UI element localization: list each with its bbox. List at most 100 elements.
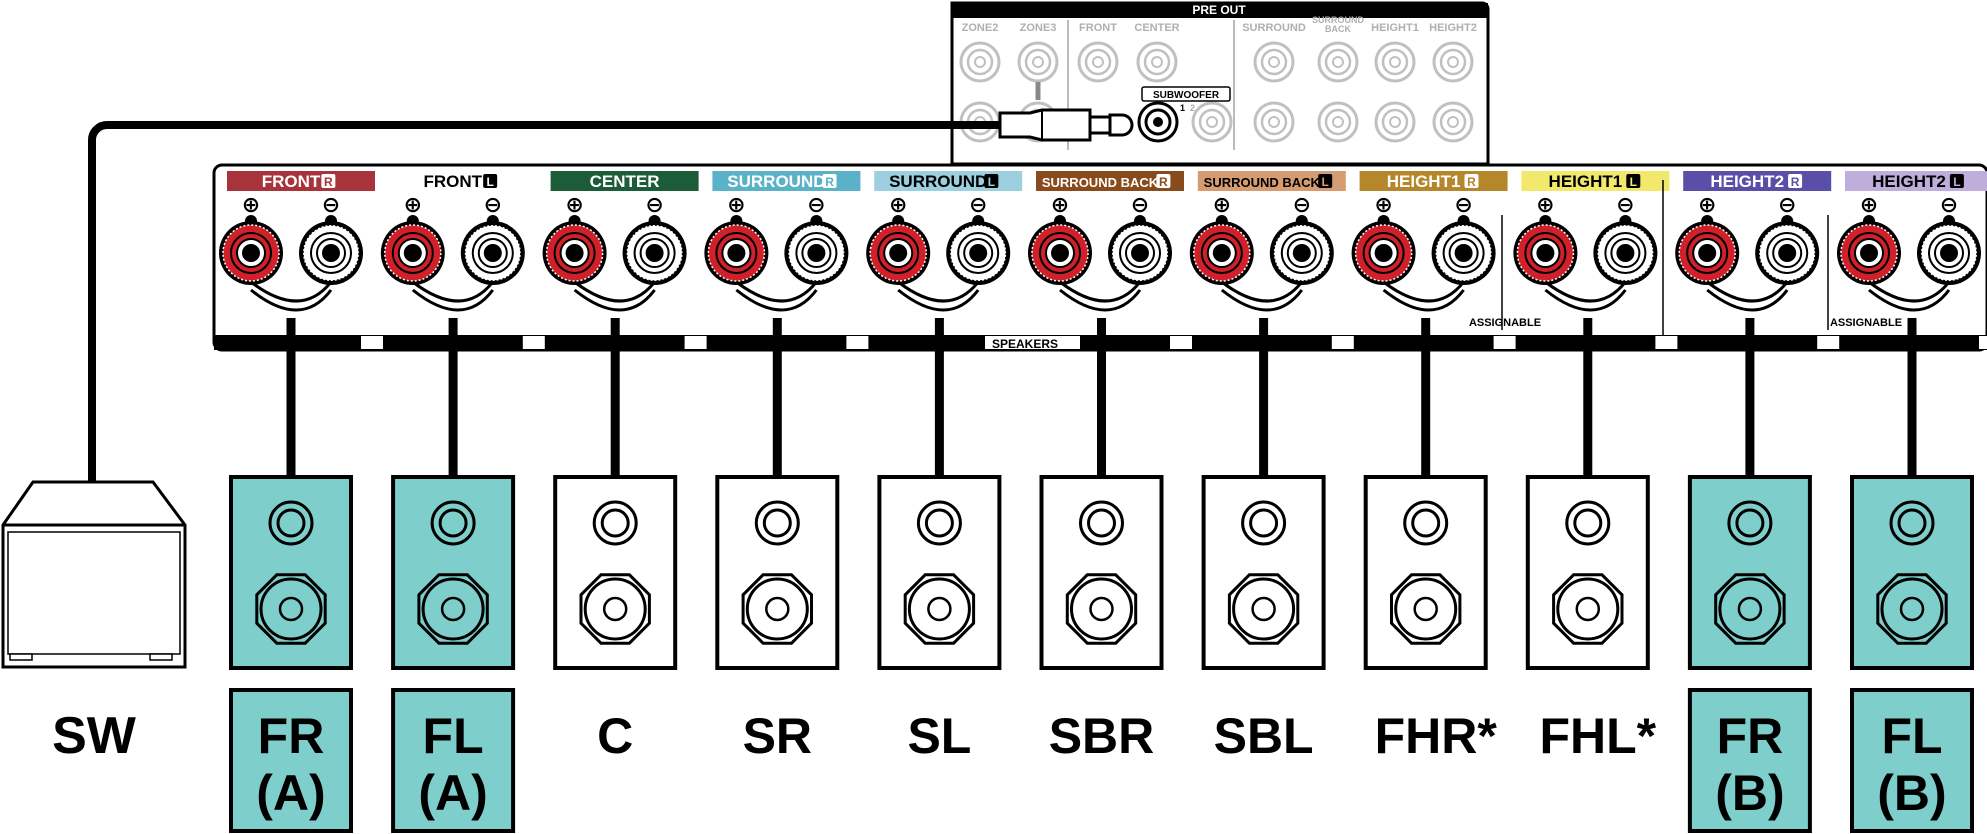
plus-symbol: ⊕ bbox=[1860, 192, 1878, 217]
plus-symbol: ⊕ bbox=[1051, 192, 1069, 217]
subwoofer-jack-number-2: 2 bbox=[1190, 103, 1195, 113]
pre-out-jack bbox=[1374, 41, 1416, 83]
terminal-header-label: HEIGHT1 bbox=[1549, 172, 1623, 191]
assignable-label-height2: ASSIGNABLE bbox=[1830, 317, 1902, 329]
speaker-label: FHL* bbox=[1539, 708, 1656, 764]
speaker-label: C bbox=[597, 708, 633, 764]
speaker: FL(A) bbox=[391, 318, 516, 833]
pre-out-label: CENTER bbox=[1134, 22, 1179, 34]
terminal-header-label: SURROUND BACK bbox=[1204, 175, 1321, 190]
pre-out-label: ZONE3 bbox=[1020, 22, 1057, 34]
speaker-label: SBR bbox=[1049, 708, 1155, 764]
plus-symbol: ⊕ bbox=[1213, 192, 1231, 217]
minus-symbol: ⊖ bbox=[1131, 192, 1149, 217]
plus-symbol: ⊕ bbox=[1536, 192, 1554, 217]
terminal-post-pair: ⊕⊖ bbox=[1351, 192, 1496, 312]
speaker-label-line1: SBR bbox=[1049, 708, 1155, 764]
speaker: FR(B) bbox=[1687, 318, 1812, 833]
speaker: SBR bbox=[1039, 318, 1164, 764]
terminal-post-pair: ⊕⊖ bbox=[704, 192, 849, 312]
terminal-post-pair: ⊕⊖ bbox=[380, 192, 525, 312]
terminal-side-badge: L bbox=[1953, 175, 1960, 189]
terminal-post-pair: ⊕⊖ bbox=[1028, 192, 1172, 312]
subwoofer-unit: SW bbox=[1, 480, 187, 765]
speaker-label-line1: C bbox=[597, 708, 633, 764]
pre-out-jack bbox=[1317, 101, 1359, 143]
minus-symbol: ⊖ bbox=[645, 192, 663, 217]
speaker-label-line2: (B) bbox=[1877, 765, 1946, 821]
pre-out-label: SURROUND bbox=[1242, 22, 1306, 34]
terminal-post-pair: ⊕⊖ bbox=[1837, 192, 1981, 312]
pre-out-label: SURROUND bbox=[1312, 15, 1365, 25]
pre-out-label: ZONE2 bbox=[962, 22, 999, 34]
speaker-label: FR(A) bbox=[229, 688, 353, 833]
pre-out-label: BACK bbox=[1325, 24, 1351, 34]
pre-out-jack bbox=[1136, 41, 1178, 83]
minus-symbol: ⊖ bbox=[969, 192, 987, 217]
speaker-label: FHR* bbox=[1375, 708, 1498, 764]
speaker-label-line1: SL bbox=[907, 708, 971, 764]
speaker-label-line1: SBL bbox=[1214, 708, 1314, 764]
terminal-side-badge: R bbox=[1467, 175, 1476, 189]
speaker-label-line1: FHL* bbox=[1539, 708, 1656, 764]
terminal-side-badge: R bbox=[825, 175, 834, 189]
speaker: C bbox=[553, 318, 678, 764]
speaker-label-line1: FHR* bbox=[1375, 708, 1498, 764]
speaker-label: FL(A) bbox=[391, 688, 516, 833]
subwoofer-label: SW bbox=[52, 707, 137, 765]
terminal-header-label: HEIGHT2 bbox=[1710, 172, 1784, 191]
speaker-label-line2: (B) bbox=[1715, 765, 1784, 821]
subwoofer-cable bbox=[88, 108, 1134, 482]
terminal-posts: ⊕⊖⊕⊖⊕⊖⊕⊖⊕⊖⊕⊖⊕⊖⊕⊖⊕⊖⊕⊖⊕⊖ bbox=[219, 192, 1981, 312]
speaker-label: FL(B) bbox=[1850, 688, 1974, 833]
subwoofer-jack: SUBWOOFER 1 2 bbox=[1137, 86, 1231, 143]
pre-out-jack bbox=[1374, 101, 1416, 143]
speakers-label: SPEAKERS bbox=[992, 337, 1058, 351]
pre-out-jack bbox=[1077, 41, 1119, 83]
terminal-header-label: SURROUND bbox=[889, 172, 987, 191]
pre-out-label: FRONT bbox=[1079, 22, 1117, 34]
pre-out-jack bbox=[1432, 41, 1474, 83]
minus-symbol: ⊖ bbox=[807, 192, 825, 217]
minus-symbol: ⊖ bbox=[1293, 192, 1311, 217]
terminal-header-label: HEIGHT2 bbox=[1872, 172, 1946, 191]
plus-symbol: ⊕ bbox=[889, 192, 907, 217]
terminal-header: HEIGHT2 L bbox=[1845, 171, 1987, 191]
terminal-side-badge: L bbox=[486, 175, 493, 189]
terminal-post-pair: ⊕⊖ bbox=[219, 192, 363, 312]
speaker-label: FR(B) bbox=[1687, 688, 1812, 833]
minus-symbol: ⊖ bbox=[322, 192, 340, 217]
terminal-side-badge: L bbox=[988, 175, 995, 189]
plus-symbol: ⊕ bbox=[404, 192, 422, 217]
speaker-label-line1: SR bbox=[743, 708, 812, 764]
pre-out-jack bbox=[1317, 41, 1359, 83]
plus-symbol: ⊕ bbox=[727, 192, 745, 217]
speaker: FHR* bbox=[1363, 318, 1498, 764]
pre-out-label: HEIGHT2 bbox=[1429, 22, 1477, 34]
terminal-header-label: CENTER bbox=[590, 172, 660, 191]
terminal-header-label: SURROUND BACK bbox=[1042, 175, 1159, 190]
pre-out-jack bbox=[1432, 101, 1474, 143]
pre-out-jack bbox=[1253, 41, 1295, 83]
speaker: SBL bbox=[1201, 318, 1326, 764]
speaker: SR bbox=[715, 318, 840, 764]
speaker-label: SR bbox=[743, 708, 812, 764]
minus-symbol: ⊖ bbox=[1778, 192, 1796, 217]
speaker: FL(B) bbox=[1850, 318, 1974, 833]
pre-out-jacks bbox=[959, 41, 1474, 143]
pre-out-jack bbox=[1253, 101, 1295, 143]
terminal-side-badge: R bbox=[1159, 175, 1168, 189]
plus-symbol: ⊕ bbox=[242, 192, 260, 217]
minus-symbol: ⊖ bbox=[1940, 192, 1958, 217]
speaker: FR(A) bbox=[229, 318, 353, 833]
